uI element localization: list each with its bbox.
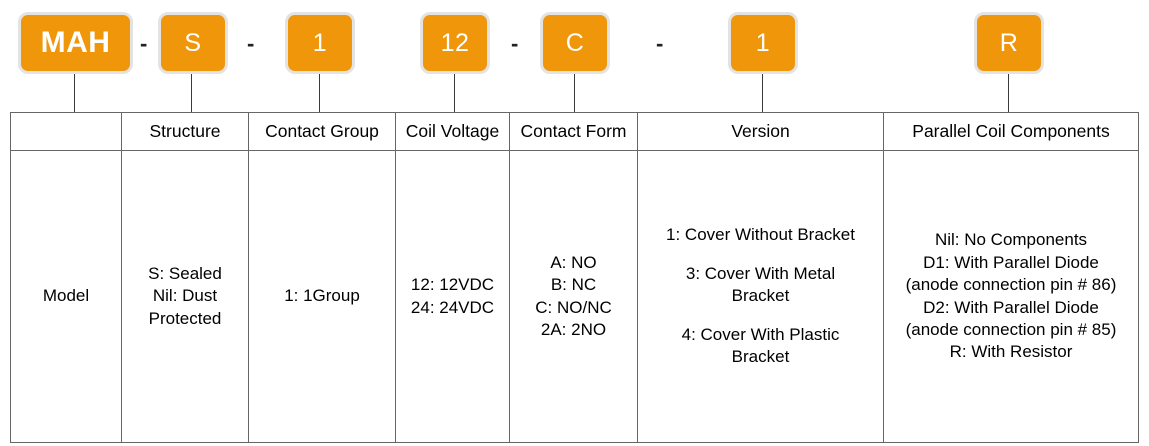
cell-line: D2: With Parallel Diode (923, 297, 1099, 317)
cell-contact-group: 1: 1Group (248, 150, 396, 443)
cell-line: C: NO/NC (535, 297, 612, 317)
connector-line-contact-group (319, 74, 320, 112)
cell-line: S: Sealed (148, 263, 222, 283)
cell-contact-form: A: NO B: NC C: NO/NC 2A: 2NO (509, 150, 638, 443)
cell-line: Model (42, 286, 90, 306)
table-header-row: Structure Contact Group Coil Voltage Con… (10, 112, 1139, 151)
cell-contact-group-lines: 1: 1Group (252, 285, 392, 307)
separator-dash-1: - (140, 31, 148, 56)
chip-model[interactable]: MAH (18, 12, 133, 74)
cell-line: 1: 1Group (284, 286, 360, 306)
chip-version[interactable]: 1 (728, 12, 798, 74)
cell-line: Nil: No Components (934, 230, 1088, 250)
cell-parallel-coil-components: Nil: No Components D1: With Parallel Dio… (883, 150, 1139, 443)
cell-line: D1: With Parallel Diode (923, 252, 1099, 272)
cell-line: 12: 12VDC (410, 275, 495, 295)
cell-line: Bracket (731, 347, 790, 367)
cell-line: 4: Cover With Plastic (681, 324, 840, 344)
cell-line: Protected (148, 308, 222, 328)
separator-dash-3: - (511, 31, 519, 56)
cell-contact-form-lines: A: NO B: NC C: NO/NC 2A: 2NO (513, 252, 634, 342)
cell-coil-voltage-lines: 12: 12VDC 24: 24VDC (399, 274, 506, 319)
cell-line: Nil: Dust (152, 286, 218, 306)
connector-line-structure (191, 74, 192, 112)
chip-contact-form[interactable]: C (540, 12, 610, 74)
cell-line-spacer (641, 308, 880, 324)
connector-line-parallel-coil (1008, 74, 1009, 112)
cell-parallel-coil-components-lines: Nil: No Components D1: With Parallel Dio… (887, 229, 1135, 364)
connector-line-contact-form (574, 74, 575, 112)
cell-line: Bracket (731, 286, 790, 306)
chip-coil-voltage[interactable]: 12 (420, 12, 490, 74)
cell-structure-lines: S: Sealed Nil: Dust Protected (125, 263, 245, 330)
connector-line-model (74, 74, 75, 112)
cell-line: B: NC (550, 275, 597, 295)
table-body-row: Model S: Sealed Nil: Dust Protected 1: 1… (10, 150, 1139, 443)
cell-coil-voltage: 12: 12VDC 24: 24VDC (395, 150, 510, 443)
chip-structure[interactable]: S (158, 12, 228, 74)
connector-line-version (762, 74, 763, 112)
cell-line: R: With Resistor (949, 342, 1073, 362)
cell-line: (anode connection pin # 86) (905, 275, 1117, 295)
cell-line: 2A: 2NO (540, 319, 607, 339)
header-cell-model (10, 112, 122, 151)
cell-line: A: NO (550, 252, 597, 272)
header-cell-parallel-coil-components: Parallel Coil Components (883, 112, 1139, 151)
specification-table: Structure Contact Group Coil Voltage Con… (10, 112, 1139, 443)
cell-version-lines: 1: Cover Without Bracket 3: Cover With M… (641, 224, 880, 368)
header-cell-structure: Structure (121, 112, 249, 151)
chip-contact-group[interactable]: 1 (285, 12, 355, 74)
connector-line-coil-voltage (454, 74, 455, 112)
cell-line-spacer (641, 247, 880, 263)
cell-line: 1: Cover Without Bracket (666, 225, 855, 245)
cell-line: (anode connection pin # 85) (905, 319, 1117, 339)
header-cell-contact-form: Contact Form (509, 112, 638, 151)
cell-version: 1: Cover Without Bracket 3: Cover With M… (637, 150, 884, 443)
cell-model-lines: Model (14, 285, 118, 307)
header-cell-version: Version (637, 112, 884, 151)
cell-structure: S: Sealed Nil: Dust Protected (121, 150, 249, 443)
separator-dash-4: - (656, 31, 664, 56)
separator-dash-2: - (247, 31, 255, 56)
cell-line: 3: Cover With Metal (685, 263, 836, 283)
cell-line: 24: 24VDC (410, 297, 495, 317)
header-cell-contact-group: Contact Group (248, 112, 396, 151)
header-cell-coil-voltage: Coil Voltage (395, 112, 510, 151)
cell-model: Model (10, 150, 122, 443)
chip-parallel-coil-components[interactable]: R (974, 12, 1044, 74)
